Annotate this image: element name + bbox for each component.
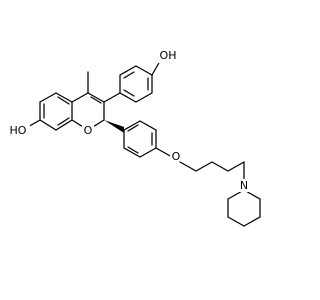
hydroxyl-left-group: HO xyxy=(6,119,41,137)
stereo-wedge xyxy=(104,120,124,133)
bond xyxy=(155,147,173,158)
phenyl-ring xyxy=(123,120,157,158)
bond xyxy=(211,161,229,172)
bond xyxy=(39,119,57,131)
bond xyxy=(103,92,121,103)
molecule-structure: HO O OH xyxy=(6,49,261,227)
bond xyxy=(57,96,70,105)
bond xyxy=(39,92,57,103)
bond xyxy=(123,120,141,131)
chromene-core xyxy=(39,92,105,131)
bond xyxy=(139,120,157,131)
bond xyxy=(87,92,105,103)
bond xyxy=(227,216,245,227)
ether-oxygen-label: O xyxy=(172,150,181,163)
bond xyxy=(127,146,139,154)
bond xyxy=(151,60,161,76)
bond xyxy=(57,117,70,126)
bond xyxy=(55,119,73,131)
bond xyxy=(127,124,139,132)
bond xyxy=(123,71,135,79)
bond xyxy=(119,65,137,76)
wedge-bond xyxy=(104,120,124,133)
hydroxyl-top-label: OH xyxy=(160,49,177,62)
ring-oxygen: O xyxy=(82,124,94,137)
hydroxyl-left-label: HO xyxy=(10,124,27,137)
bond xyxy=(227,161,245,172)
bond xyxy=(119,92,137,103)
piperidine-ring: N xyxy=(227,179,261,227)
bond xyxy=(243,216,261,227)
bond xyxy=(71,92,89,103)
bond xyxy=(135,65,153,76)
bond xyxy=(90,96,102,104)
bond xyxy=(123,147,141,158)
bond xyxy=(135,92,153,103)
bond xyxy=(195,161,213,172)
nitrogen-label: N xyxy=(240,179,248,192)
phenol-ring: OH xyxy=(103,49,180,103)
bond xyxy=(55,92,73,103)
bond xyxy=(139,147,157,158)
bond xyxy=(179,161,197,172)
ring-oxygen-label: O xyxy=(84,124,93,137)
ether-chain: O xyxy=(155,147,245,181)
structure-diagram: HO O OH xyxy=(6,49,261,227)
bond xyxy=(123,89,135,97)
